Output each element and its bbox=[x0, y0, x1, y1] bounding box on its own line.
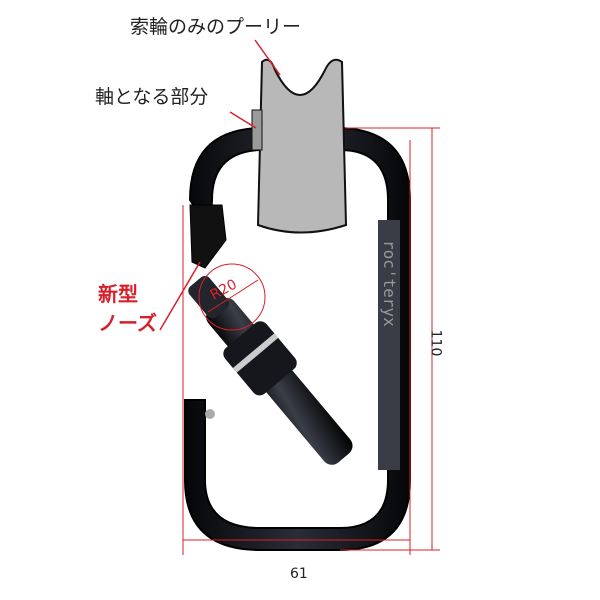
gate-pin bbox=[205, 409, 215, 419]
radius-circle bbox=[198, 263, 266, 331]
carabiner-spine-panel bbox=[378, 220, 400, 470]
pulley bbox=[256, 58, 348, 234]
carabiner-body bbox=[184, 127, 411, 551]
pulley-axle bbox=[251, 109, 263, 151]
width-dimension: 61 bbox=[290, 566, 308, 582]
screw-gate bbox=[188, 275, 353, 465]
brand-engraving: roc'teryx bbox=[380, 240, 399, 327]
nose bbox=[189, 204, 227, 269]
height-dimension: 110 bbox=[427, 329, 444, 357]
pulley-label: 索輪のみのプーリー bbox=[130, 16, 302, 38]
new-nose-label-1: 新型 bbox=[98, 282, 138, 306]
axle-label: 軸となる部分 bbox=[95, 86, 209, 108]
new-nose-label-2: ノーズ bbox=[98, 311, 157, 335]
